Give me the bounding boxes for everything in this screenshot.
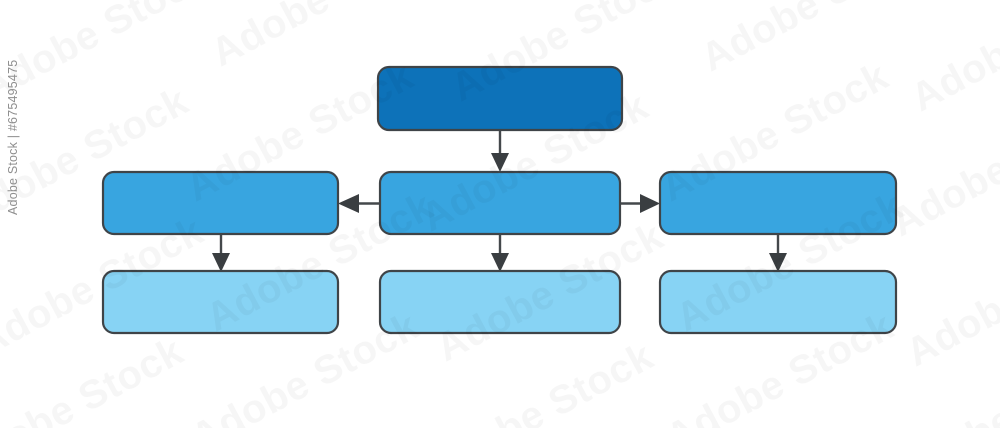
node-leaf-left[interactable] (101, 269, 340, 335)
node-mid-right[interactable] (658, 170, 898, 236)
arrowhead-right-icon (640, 194, 660, 213)
connector-mid-center-to-mid-right (620, 194, 660, 213)
node-mid-center[interactable] (378, 170, 622, 236)
connector-mid-center-to-mid-left (338, 194, 380, 213)
connector-root-to-mid-center (491, 130, 509, 172)
arrowhead-down-icon (212, 253, 230, 272)
node-leaf-center[interactable] (378, 269, 622, 335)
arrowhead-down-icon (769, 253, 787, 272)
connector-mid-center-to-leaf-center (491, 234, 509, 272)
connector-mid-left-to-leaf-left (212, 234, 230, 272)
arrowhead-down-icon (491, 253, 509, 272)
connector-mid-right-to-leaf-right (769, 234, 787, 272)
node-leaf-right[interactable] (658, 269, 898, 335)
arrowhead-down-icon (491, 153, 509, 172)
node-root[interactable] (376, 65, 624, 132)
arrowhead-left-icon (338, 194, 359, 213)
node-mid-left[interactable] (101, 170, 340, 236)
